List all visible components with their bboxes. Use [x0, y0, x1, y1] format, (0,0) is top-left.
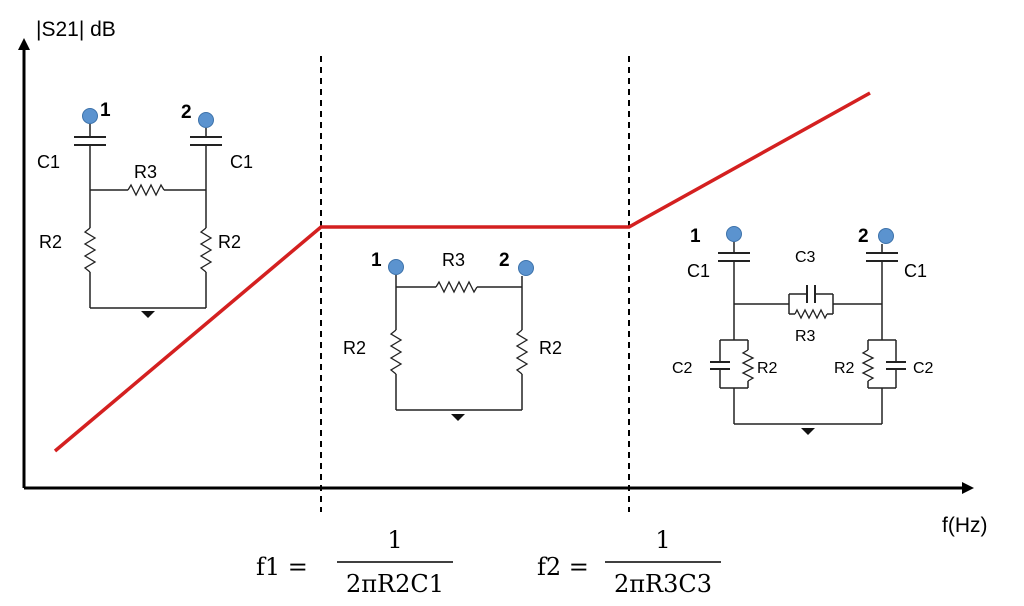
f2-lhs: f2 = — [537, 553, 589, 581]
r3-resistor — [435, 280, 478, 294]
c1-right-label: C1 — [230, 152, 253, 172]
port-2-label: 2 — [181, 102, 192, 123]
r2-left-label: R2 — [757, 360, 778, 377]
c1-right-label: C1 — [904, 261, 927, 281]
f2-numerator: 1 — [655, 526, 670, 554]
r2-right-label: R2 — [539, 338, 562, 358]
r3-label: R3 — [442, 250, 465, 270]
port-2-terminal — [518, 260, 534, 276]
r2-right-label: R2 — [218, 232, 241, 252]
port-1-label: 1 — [100, 100, 111, 121]
r3-resistor — [794, 308, 828, 320]
f1-numerator: 1 — [387, 526, 402, 554]
ground-symbol — [451, 414, 465, 421]
circuit-low: 1 2 C1 C1 R3 R2 R2 — [37, 100, 253, 318]
r3-resistor — [127, 183, 165, 197]
f2-denominator: 2πR3C3 — [614, 570, 712, 598]
circuit-mid: 1 2 R3 R2 R2 — [343, 250, 562, 421]
r2-right-resistor — [861, 349, 875, 382]
r2-left-label: R2 — [39, 232, 62, 252]
ground-symbol — [141, 311, 155, 318]
r2-left-resistor — [741, 349, 755, 382]
port-1-label: 1 — [371, 250, 382, 271]
r2-left-label: R2 — [343, 338, 366, 358]
port-1-terminal — [388, 259, 404, 275]
c2-right-label: C2 — [913, 360, 934, 377]
c1-left-label: C1 — [687, 261, 710, 281]
ground-symbol — [801, 428, 815, 435]
c1-left-label: C1 — [37, 152, 60, 172]
x-axis-label: f(Hz) — [942, 514, 988, 537]
r2-left-resistor — [83, 227, 97, 273]
circuit-high: 1 2 C1 C1 C3 R3 — [672, 226, 934, 435]
y-axis-label: |S21| dB — [36, 18, 116, 41]
r2-right-resistor — [515, 329, 529, 375]
port-1-terminal — [82, 108, 98, 124]
f1-lhs: f1 = — [256, 553, 308, 581]
r2-right-label: R2 — [834, 360, 855, 377]
c3-label: C3 — [795, 249, 816, 266]
port-1-terminal — [726, 226, 742, 242]
port-2-label: 2 — [858, 226, 869, 247]
c2-left-label: C2 — [672, 360, 693, 377]
f1-denominator: 2πR2C1 — [346, 570, 444, 598]
port-2-terminal — [198, 112, 214, 128]
equation-f2: f2 = 1 2πR3C3 — [537, 526, 721, 598]
s21-response-line — [53, 91, 871, 453]
port-2-label: 2 — [499, 250, 510, 271]
r3-label: R3 — [134, 162, 157, 182]
equation-f1: f1 = 1 2πR2C1 — [256, 526, 453, 598]
port-2-terminal — [878, 228, 894, 244]
port-1-label: 1 — [690, 226, 701, 247]
r3-label: R3 — [795, 328, 816, 345]
r2-left-resistor — [389, 329, 403, 375]
r2-right-resistor — [199, 227, 213, 273]
